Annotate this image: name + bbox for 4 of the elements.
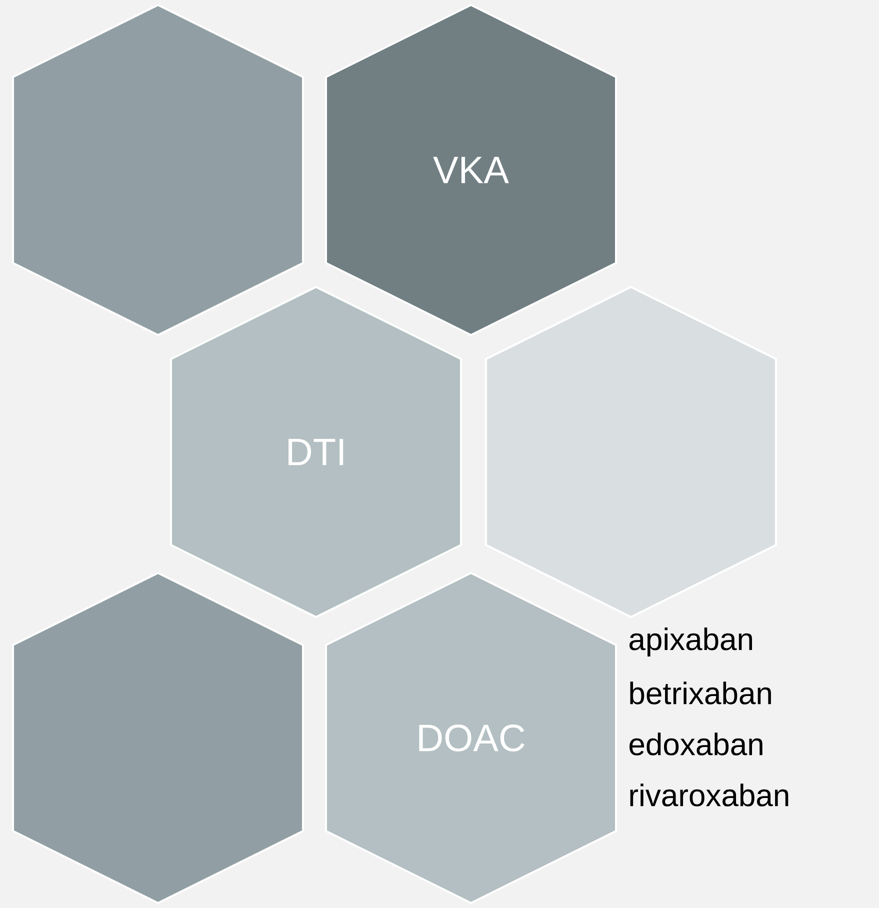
drug-name: apixaban: [630, 628, 752, 656]
drug-name: rivaroxaban: [630, 784, 788, 806]
drug-name: edoxaban: [630, 732, 762, 756]
drug-name: betrixaban: [630, 682, 771, 704]
